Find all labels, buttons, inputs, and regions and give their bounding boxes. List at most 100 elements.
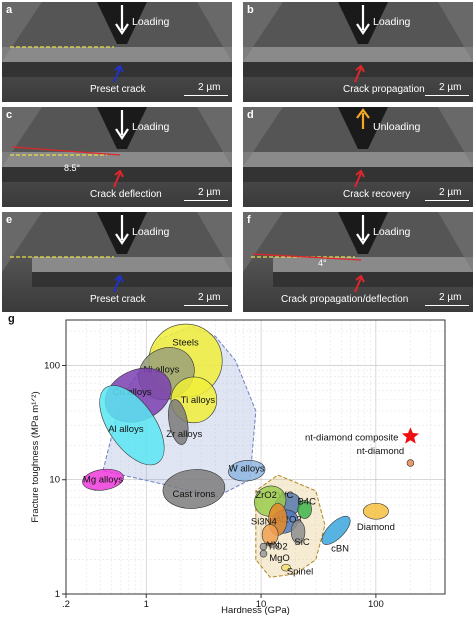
sem-image [2, 2, 232, 102]
sem-image [2, 212, 232, 312]
material-label: Zr alloys [166, 429, 202, 440]
scale-bar [184, 200, 228, 201]
scale-label: 2 µm [198, 187, 221, 198]
material-label: ZrO2 [255, 490, 277, 501]
material-bubble-mgo [259, 550, 268, 558]
scale-label: 2 µm [439, 187, 462, 198]
load-state: Loading [132, 121, 170, 133]
x-tick-label: 100 [368, 599, 384, 610]
scale-bar [184, 95, 228, 96]
material-label: WC [278, 490, 294, 501]
composite-star-icon [401, 427, 419, 444]
material-bubble-cbn [321, 515, 351, 545]
y-tick-label: 1 [55, 589, 60, 600]
material-label: Si3N4 [251, 516, 277, 527]
scale-label: 2 µm [439, 82, 462, 93]
deflection-angle: 8.5° [64, 163, 81, 173]
panel-label: d [247, 109, 254, 121]
load-state: Loading [132, 226, 170, 238]
material-label: AlN [264, 540, 279, 551]
material-label: TiO2 [267, 542, 287, 553]
material-bubble-spinel [281, 563, 291, 572]
material-label: Al alloys [108, 424, 144, 435]
panel-caption: Preset crack [90, 84, 146, 95]
material-bubble-sic [290, 520, 306, 544]
crack-arrow-icon [113, 274, 124, 293]
x-axis-label: Hardness (GPa) [221, 605, 290, 616]
panel-caption: Crack propagation [343, 84, 425, 95]
material-label: nt-diamond [357, 446, 405, 457]
y-tick-label: 100 [44, 360, 60, 371]
scale-label: 2 µm [198, 292, 221, 303]
crack-arrow-icon [354, 64, 365, 83]
crack-arrow-icon [354, 169, 365, 188]
composite-label: nt-diamond composite [305, 432, 398, 443]
scale-bar [425, 95, 469, 96]
load-state: Loading [132, 16, 170, 28]
material-label: B4C [297, 496, 316, 507]
x-tick-label: 1 [144, 599, 149, 610]
panel-caption: Crack recovery [343, 189, 411, 200]
material-label: MgO [269, 553, 290, 564]
material-label: Ni alloys [144, 365, 180, 376]
material-label: Steels [172, 338, 199, 349]
material-label: SiC [294, 537, 309, 548]
crack-arrow-icon [354, 274, 365, 293]
scale-bar [184, 305, 228, 306]
material-bubble-zr-alloys [168, 399, 189, 445]
deflection-line [11, 146, 121, 156]
loading-arrow-icon [356, 5, 370, 35]
material-bubble-tio2 [259, 542, 268, 551]
material-label: W alloys [229, 464, 265, 475]
panel-caption: Crack deflection [90, 189, 162, 200]
panel-label: c [6, 109, 13, 121]
sem-image [243, 212, 473, 312]
material-label: cBN [331, 543, 349, 554]
x-tick-label: 10 [256, 599, 267, 610]
loading-arrow-icon [115, 5, 129, 35]
load-state: Loading [373, 226, 411, 238]
y-axis-label: Fracture toughness (MPa m¹ᐟ²) [30, 391, 41, 522]
material-label: Mg alloys [83, 475, 123, 486]
scale-bar [425, 305, 469, 306]
panel-caption: Crack propagation/deflection [281, 294, 409, 305]
sem-image [243, 2, 473, 102]
panel-label: a [6, 4, 13, 16]
material-bubble-nt-diamond [406, 459, 415, 467]
material-bubble-w-alloys [228, 460, 266, 482]
material-bubble-diamond [362, 502, 389, 520]
load-state: Unloading [373, 121, 421, 133]
sem-image [243, 107, 473, 207]
plot-frame [65, 319, 446, 595]
material-bubble-aln [261, 524, 279, 546]
material-label: Spinel [287, 567, 313, 578]
x-tick-label: .2 [62, 599, 70, 610]
deflection-line [252, 253, 362, 261]
crack-arrow-icon [113, 64, 124, 83]
unloading-arrow-icon [356, 108, 370, 129]
scale-label: 2 µm [198, 82, 221, 93]
panel-label: f [247, 214, 251, 226]
y-tick-label: 10 [49, 475, 60, 486]
load-state: Loading [373, 16, 411, 28]
material-bubble-cast-irons [162, 469, 226, 509]
material-label: Cast irons [173, 489, 216, 500]
scale-label: 2 µm [439, 292, 462, 303]
deflection-angle: 4° [318, 258, 327, 268]
material-label: Diamond [357, 522, 395, 533]
loading-arrow-icon [115, 110, 129, 140]
scale-bar [425, 200, 469, 201]
loading-arrow-icon [115, 215, 129, 245]
panel-label: e [6, 214, 13, 226]
material-bubble-al-alloys [99, 385, 165, 466]
panel-label: b [247, 4, 254, 16]
crack-arrow-icon [113, 169, 124, 188]
material-bubble-mg-alloys [82, 468, 124, 491]
